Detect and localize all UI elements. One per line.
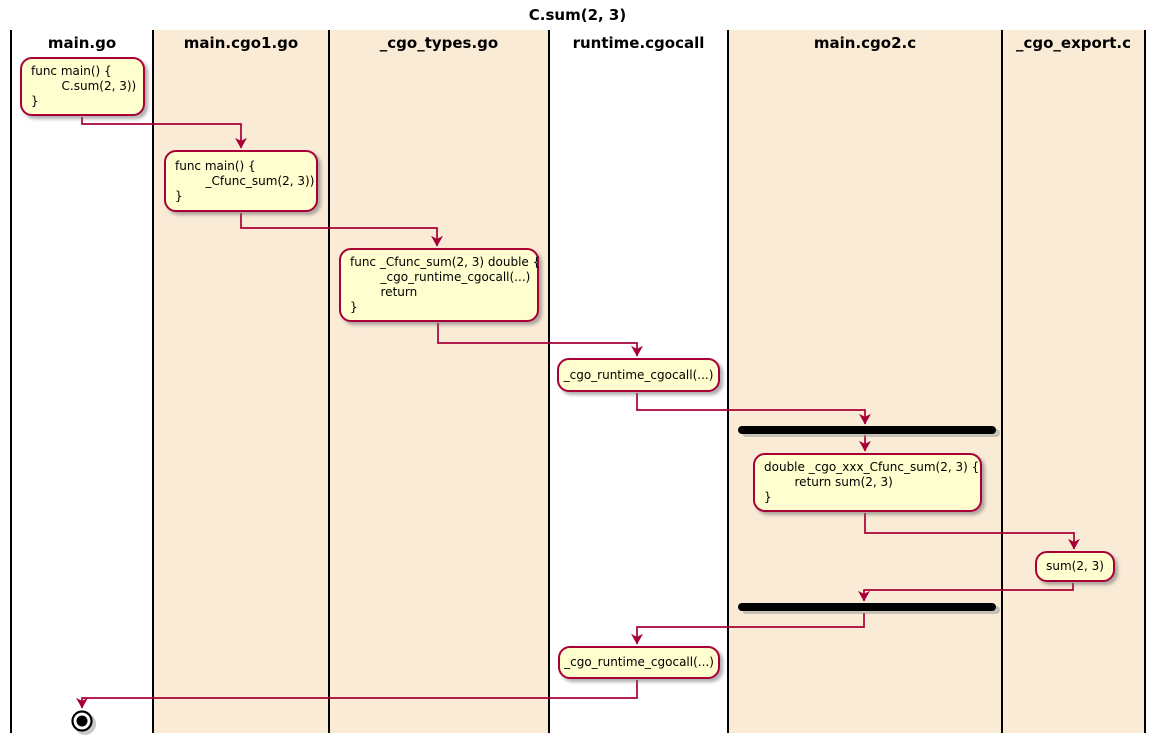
code-line: func _Cfunc_sum(2, 3) double { [350,255,541,269]
code-line: sum(2, 3) [1046,559,1104,573]
lane-bg-cgo-export-c [1003,30,1145,733]
code-line: } [31,94,39,108]
code-line: _cgo_runtime_cgocall(...) [564,655,714,669]
activity-node-main-cgo2-c: double _cgo_xxx_Cfunc_sum(2, 3) { return… [753,453,982,512]
lane-separator [328,30,330,733]
lane-label-main-cgo1-go: main.cgo1.go [183,34,299,52]
lane-bg-main-cgo2-c [729,30,1002,733]
lane-separator [10,30,12,733]
activity-node-main-cgo1-go: func main() { _Cfunc_sum(2, 3)) } [164,150,318,212]
code-line: func main() { [31,64,112,78]
lane-separator [1001,30,1003,733]
activity-node-runtime-cgocall-2: _cgo_runtime_cgocall(...) [558,646,720,679]
code-line: func main() { [175,158,256,173]
lane-separator [152,30,154,733]
lane-bg-cgo-types-go [330,30,549,733]
lane-label-cgo-export-c: _cgo_export.c [1016,34,1131,52]
lane-label-main-cgo2-c: main.cgo2.c [813,34,917,52]
diagram-title: C.sum(2, 3) [528,6,627,24]
lane-label-main-go: main.go [47,34,117,52]
lane-separator [548,30,550,733]
lane-label-cgo-types-go: _cgo_types.go [379,34,499,52]
code-line: } [175,188,183,203]
code-line: _cgo_runtime_cgocall(...) [350,270,531,284]
code-line: _cgo_runtime_cgocall(...) [563,367,714,382]
activity-node-cgo-types-go: func _Cfunc_sum(2, 3) double { _cgo_runt… [339,248,541,322]
code-line: double _cgo_xxx_Cfunc_sum(2, 3) { [764,460,980,474]
code-line: C.sum(2, 3)) [31,79,137,93]
code-line: _Cfunc_sum(2, 3)) [175,173,315,188]
flow-end-icon [71,710,96,735]
lane-separator [727,30,729,733]
code-line: return [350,285,418,299]
code-line: } [764,490,772,504]
code-line: } [350,300,358,314]
lane-separator [1144,30,1146,733]
activity-node-runtime-cgocall-1: _cgo_runtime_cgocall(...) [557,358,720,392]
activity-node-main-go: func main() { C.sum(2, 3)) } [20,57,145,116]
lane-bg-main-cgo1-go [154,30,329,733]
activity-node-cgo-export-c: sum(2, 3) [1035,551,1115,582]
lane-label-runtime-cgocall: runtime.cgocall [572,34,705,52]
code-line: return sum(2, 3) [764,475,893,489]
